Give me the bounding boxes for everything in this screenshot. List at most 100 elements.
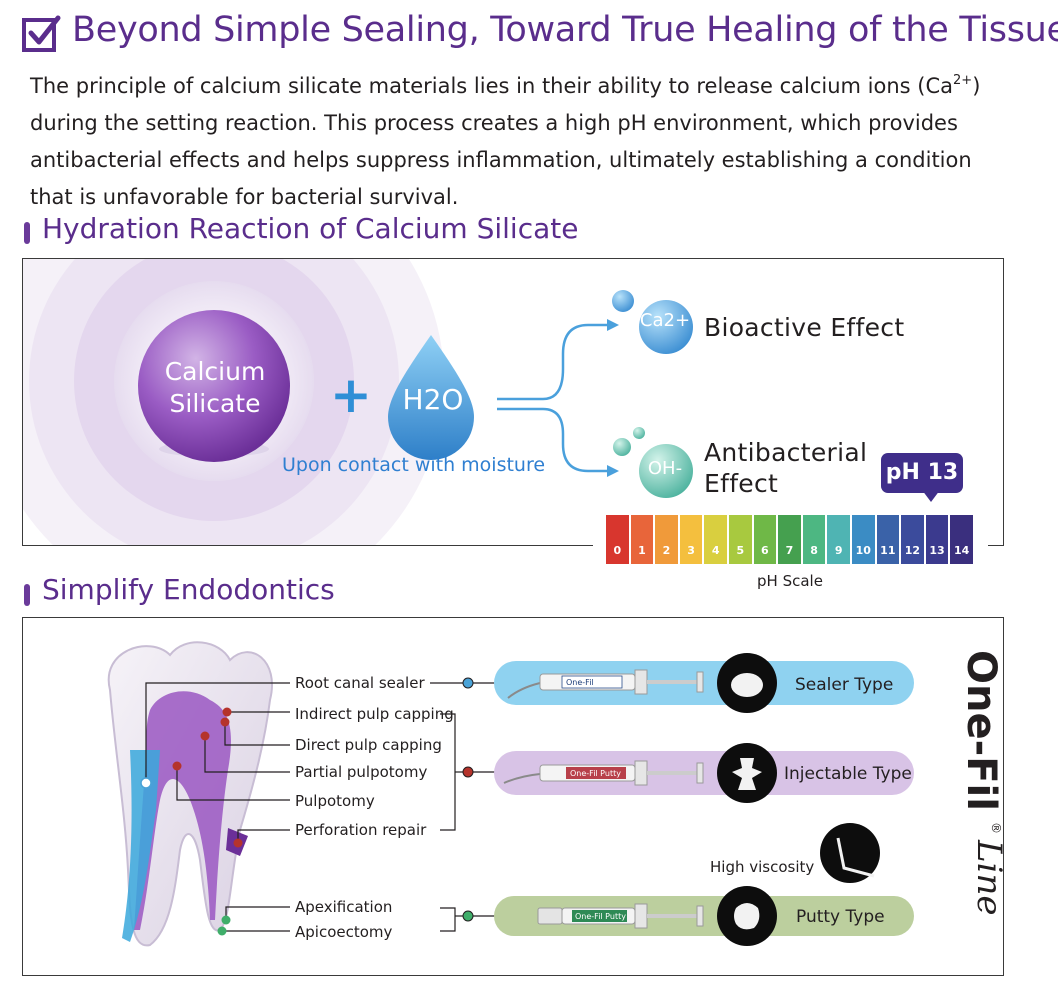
svg-text:One-Fil Putty: One-Fil Putty [575,912,626,921]
procedure-label: Direct pulp capping [295,736,442,754]
ph-scale-cell: 14 [950,515,973,564]
marker-dot [172,761,182,771]
root-canal-fill [122,750,160,942]
sealer-syringe: One-Fil [507,669,704,699]
injectable-syringe: One-Fil Putty [503,760,704,786]
calcium-ion-icon [639,300,693,354]
procedure-label: Root canal sealer [295,674,425,692]
ph-scale-cell: 4 [704,515,727,564]
ph-badge-pointer [922,490,940,502]
sealer-pill [494,661,914,705]
checkbox-icon [22,15,61,52]
product-type-label: Sealer Type [795,675,894,695]
water-label: H2O [402,383,464,416]
hydration-panel [22,258,1004,546]
ph-scale-cell: 7 [778,515,801,564]
hydroxide-ion-label: OH- [647,458,683,479]
product-type-label: Injectable Type [784,764,912,784]
ph-scale-cell: 11 [876,515,900,564]
ph-value-label: 14 [953,544,970,557]
ph-scale-cell: 8 [802,515,826,564]
marker-dot [221,915,231,925]
intro-line: antibacterial effects and helps suppress… [30,148,972,172]
page-title: Beyond Simple Sealing, Toward True Heali… [72,10,1058,50]
svg-text:One-Fil: One-Fil [566,678,594,687]
section-bar [24,222,30,244]
ph-value-label: 10 [855,544,871,557]
intro-line: during the setting reaction. This proces… [30,111,958,135]
ion-bubble [612,290,634,312]
ph-scale-cell: 12 [901,515,924,564]
marker-dot [217,926,227,936]
ph-badge: pH 13 [881,453,963,493]
svg-text:®: ® [989,822,1003,834]
procedure-label: Apicoectomy [295,923,393,941]
ph-scale-cell: 13 [925,515,949,564]
procedure-label: Partial pulpotomy [295,763,428,781]
svg-text:Line: Line [969,839,1009,915]
hydroxide-ion-icon [639,444,693,498]
ion-bubble [613,438,631,456]
ph-value-label: 1 [638,544,646,557]
calcium-ion-label: Ca2+ [639,310,691,331]
tooth-illustration [107,641,273,947]
product-type-label: Putty Type [796,907,885,927]
ph-scale-cell: 9 [827,515,850,564]
ph-scale-cell: 2 [655,515,678,564]
antibacterial-effect-label: Antibacterial Effect [704,438,868,498]
procedure-label: Indirect pulp capping [295,705,454,723]
putty-pill [494,896,914,936]
ph-value-label: 4 [711,544,720,557]
reaction-arrow [542,323,613,401]
procedure-label: Perforation repair [295,821,427,839]
svg-text:One-Fil: One-Fil [958,650,1004,811]
marker-dot [233,838,243,848]
marker-dot [140,777,152,789]
water-drop-icon [388,335,474,460]
hydration-title: Hydration Reaction of Calcium Silicate [42,212,579,245]
high-viscosity-label: High viscosity [710,858,815,876]
ph-value-label: 6 [761,544,769,557]
procedure-label: Apexification [295,898,393,916]
bioactive-effect-label: Bioactive Effect [704,313,905,342]
ph-value-label: 2 [662,544,671,557]
hydration-diagram [23,259,693,545]
endo-title: Simplify Endodontics [42,573,335,606]
marker-dot [200,731,210,741]
svg-text:One-Fil Putty: One-Fil Putty [570,769,621,778]
injectable-connector-dot [462,766,474,778]
ph-value-label: 7 [785,544,794,557]
product-lineup: One-Fil One-Fil Putty One-Fil Putty [494,653,914,946]
ph-scale-cell: 0 [606,515,629,564]
ph-scale-cell: 6 [753,515,777,564]
calcium-silicate-sphere [138,310,290,462]
ph-scale-cell: 10 [851,515,875,564]
intro-line: that is unfavorable for bacterial surviv… [30,185,459,209]
moisture-caption: Upon contact with moisture [282,454,546,476]
high-viscosity-sample-icon [820,823,880,883]
ph-value-label: 5 [736,544,745,557]
ph-value-label: 3 [687,544,695,557]
ion-bubble [633,427,645,439]
intro-paragraph: The principle of calcium silicate materi… [30,62,1040,216]
ph-value-label: 13 [929,544,945,557]
sealer-connector-dot [462,677,474,689]
ph-value-label: 9 [834,544,843,557]
intro-line: The principle of calcium silicate materi… [30,73,981,98]
ph-value-label: 0 [613,544,622,557]
brand-logo: One-Fil ® Line [958,650,1009,915]
injectable-pill [494,751,914,795]
putty-connector-dot [462,910,474,922]
ph-scale-cell: 1 [630,515,654,564]
marker-dot [222,707,232,717]
reactant-label: Calcium Silicate [164,357,266,418]
marker-dot [220,717,230,727]
ph-value-label: 12 [904,544,921,557]
procedure-label: Pulpotomy [295,792,375,810]
ph-value-label: 11 [880,544,896,557]
section-bar [24,584,30,606]
ph-scale-label: pH Scale [757,572,823,590]
plus-icon: + [330,366,372,424]
